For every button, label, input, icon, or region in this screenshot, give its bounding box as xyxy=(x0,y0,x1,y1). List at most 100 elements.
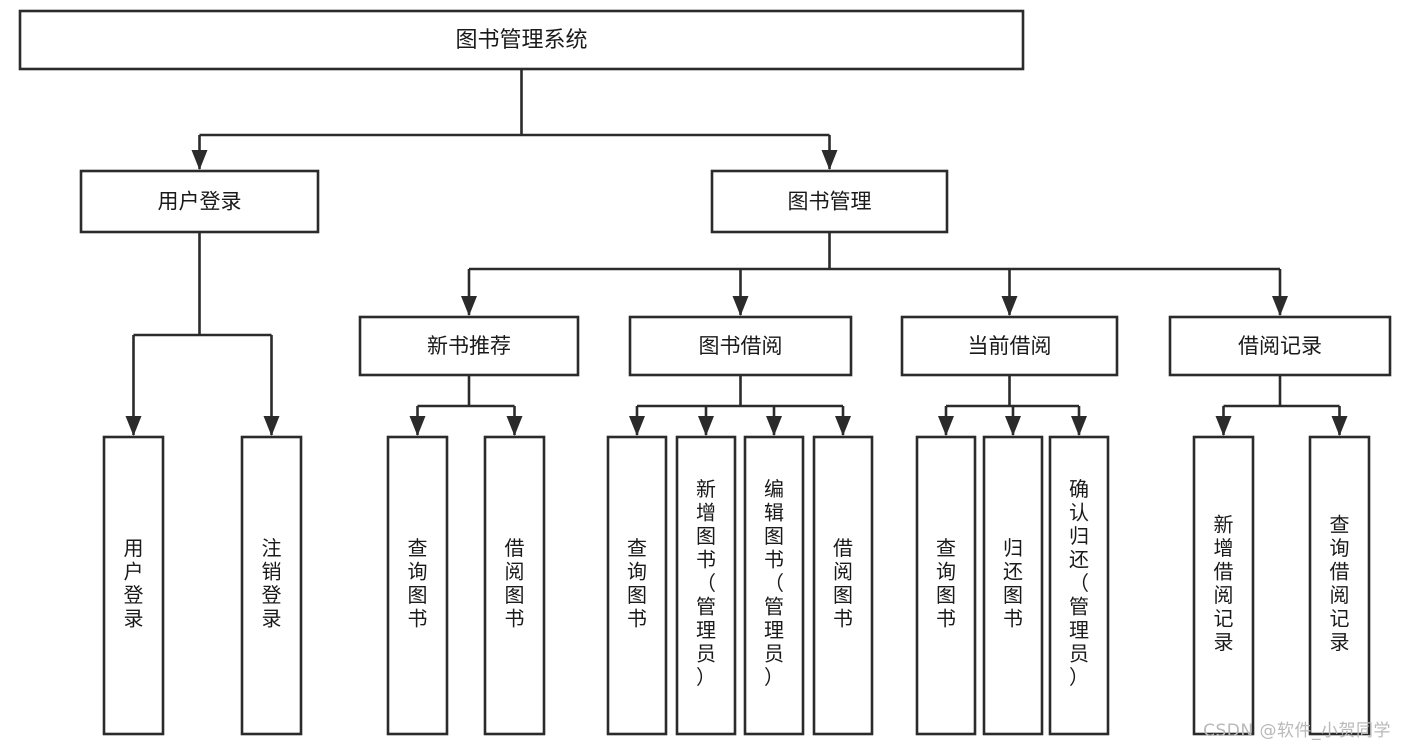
node-leaf-user-login-label: 用户登录 xyxy=(124,536,144,631)
connector-layer xyxy=(125,69,1348,436)
node-leaf-query-book-2-label-char: 询 xyxy=(627,559,647,583)
node-leaf-user-login-label-char: 登 xyxy=(124,583,144,607)
node-leaf-query-record-label-char: 阅 xyxy=(1330,583,1350,607)
node-leaf-add-book-label-char: 理 xyxy=(696,618,716,642)
node-current-borrow[interactable] xyxy=(900,315,1119,377)
arrow-head-icon-leaf-query-book-1 xyxy=(409,416,426,436)
node-root[interactable] xyxy=(18,9,1025,71)
node-leaf-borrow-book-2-label-char: 书 xyxy=(833,606,853,630)
node-leaf-return-book-rect xyxy=(982,435,1044,736)
node-leaf-add-record-label-char: 录 xyxy=(1214,630,1234,654)
node-leaf-add-record-label-char: 增 xyxy=(1214,536,1234,560)
node-book-borrow-rect xyxy=(628,315,853,377)
node-book-borrow-label: 图书借阅 xyxy=(699,334,783,358)
node-leaf-add-record-label-char: 阅 xyxy=(1214,583,1234,607)
node-leaf-confirm-return-label-char: 理 xyxy=(1069,618,1089,642)
node-leaf-add-book[interactable] xyxy=(675,435,737,736)
node-leaf-query-book-1-rect xyxy=(386,435,449,736)
node-leaf-user-login[interactable] xyxy=(102,435,165,736)
arrow-head-icon-level2-1 xyxy=(732,296,749,316)
node-leaf-query-book-3-rect xyxy=(915,435,977,736)
node-leaf-add-book-label-char: 员 xyxy=(696,642,716,666)
node-leaf-user-logout-rect xyxy=(240,435,303,736)
node-leaf-user-logout-label-char: 注 xyxy=(262,536,282,560)
node-leaf-query-book-2-label-char: 查 xyxy=(627,536,647,560)
node-leaf-borrow-book-1-rect xyxy=(483,435,546,736)
node-leaf-confirm-return-label-char: 还 xyxy=(1069,548,1089,572)
node-leaf-add-record-rect xyxy=(1192,435,1255,736)
node-leaf-user-login-label-char: 录 xyxy=(124,606,144,630)
node-leaf-add-record-label-char: 借 xyxy=(1214,559,1234,583)
node-leaf-confirm-return-label-char: 管 xyxy=(1069,595,1089,619)
node-root-label: 图书管理系统 xyxy=(455,28,587,53)
node-leaf-edit-book-label-char: 辑 xyxy=(764,501,784,525)
node-leaf-confirm-return[interactable] xyxy=(1048,435,1110,736)
node-leaf-user-login-rect xyxy=(102,435,165,736)
node-leaf-add-record[interactable] xyxy=(1192,435,1255,736)
node-leaf-query-book-2-rect xyxy=(606,435,668,736)
node-book-manage[interactable] xyxy=(710,169,949,234)
node-leaf-query-book-2[interactable] xyxy=(606,435,668,736)
node-book-manage-rect xyxy=(710,169,949,234)
node-leaf-borrow-book-2-label-char: 借 xyxy=(833,536,853,560)
node-borrow-record-rect xyxy=(1168,315,1392,377)
node-leaf-confirm-return-label-char: 员 xyxy=(1069,642,1089,666)
node-leaf-confirm-return-label-char: 认 xyxy=(1069,501,1089,525)
node-leaf-edit-book-label-char: 图 xyxy=(764,524,784,548)
node-leaf-query-record[interactable] xyxy=(1308,435,1371,736)
node-leaf-query-record-label-char: 借 xyxy=(1330,559,1350,583)
node-leaf-confirm-return-label-char: （ xyxy=(1069,571,1089,595)
node-leaf-edit-book-label-char: 管 xyxy=(764,595,784,619)
node-borrow-record[interactable] xyxy=(1168,315,1392,377)
node-borrow-record-label: 借阅记录 xyxy=(1238,334,1322,358)
arrow-head-icon-level2-3 xyxy=(1272,296,1288,316)
node-leaf-query-book-3-label-char: 询 xyxy=(936,559,956,583)
node-user-login[interactable] xyxy=(79,169,320,234)
node-leaf-edit-book-label-char: ） xyxy=(764,665,784,689)
arrow-head-icon-level1-0 xyxy=(191,150,208,170)
node-leaf-add-book-label-char: 新 xyxy=(696,477,716,501)
node-leaf-add-record-label-char: 记 xyxy=(1214,606,1234,630)
node-leaf-return-book-label-char: 归 xyxy=(1003,536,1023,560)
node-leaf-return-book-label-char: 图 xyxy=(1003,583,1023,607)
node-leaf-borrow-book-2[interactable] xyxy=(812,435,874,736)
node-leaf-query-book-3-label-char: 图 xyxy=(936,583,956,607)
node-leaf-query-book-3[interactable] xyxy=(915,435,977,736)
arrow-head-icon-leaf-edit-book xyxy=(766,416,782,436)
node-new-book-recommend[interactable] xyxy=(358,315,580,377)
node-leaf-user-logout[interactable] xyxy=(240,435,303,736)
node-leaf-edit-book-label-char: 书 xyxy=(764,548,784,572)
node-leaf-confirm-return-label-char: ） xyxy=(1069,665,1089,689)
node-leaf-edit-book[interactable] xyxy=(743,435,805,736)
arrow-head-icon-leaf-query-record xyxy=(1331,416,1348,436)
node-leaf-query-book-3-label-char: 查 xyxy=(936,536,956,560)
node-book-borrow[interactable] xyxy=(628,315,853,377)
arrow-head-icon-leaf-query-book-2 xyxy=(629,416,645,436)
arrow-head-icon-leaf-borrow-book-1 xyxy=(506,416,523,436)
arrow-head-icon-leaf-return-book xyxy=(1005,416,1021,436)
arrow-head-icon-leaf-add-record xyxy=(1215,416,1232,436)
node-leaf-borrow-book-2-label-char: 阅 xyxy=(833,559,853,583)
node-leaf-user-login-label-char: 户 xyxy=(124,559,144,583)
node-leaf-add-book-label-char: 增 xyxy=(696,501,716,525)
arrow-head-icon-leaf-borrow-book-2 xyxy=(835,416,851,436)
node-leaf-query-book-1[interactable] xyxy=(386,435,449,736)
node-current-borrow-rect xyxy=(900,315,1119,377)
node-current-borrow-label: 当前借阅 xyxy=(968,334,1052,358)
node-leaf-query-book-3-label-char: 书 xyxy=(936,606,956,630)
node-leaf-confirm-return-rect xyxy=(1048,435,1110,736)
node-leaf-borrow-book-1[interactable] xyxy=(483,435,546,736)
node-leaf-return-book[interactable] xyxy=(982,435,1044,736)
arrow-head-icon-leaf-add-book xyxy=(698,416,714,436)
node-leaf-add-book-label-char: 书 xyxy=(696,548,716,572)
